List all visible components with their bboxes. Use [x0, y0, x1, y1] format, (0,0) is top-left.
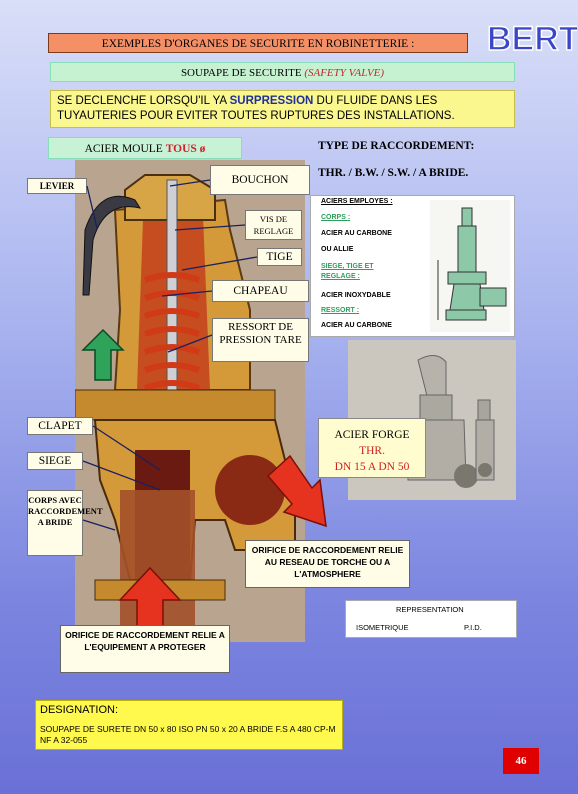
subtitle: SOUPAPE DE SECURITE (SAFETY VALVE) [50, 62, 515, 82]
material-label: ACIER MOULE [84, 143, 163, 155]
label-ressort: RESSORT DE PRESSION TARE [212, 318, 309, 362]
label-clapet: CLAPET [27, 417, 93, 435]
inlet-orifice-label: ORIFICE DE RACCORDEMENT RELIE A L'EQUIPE… [60, 625, 230, 673]
connection-heading: TYPE DE RACCORDEMENT: [318, 140, 475, 152]
description-part2: DU FLUIDE DANS LES TUYAUTERIES POUR EVIT… [57, 95, 455, 122]
designation-text: SOUPAPE DE SURETE DN 50 x 80 ISO PN 50 x… [40, 724, 336, 745]
label-tige: TIGE [257, 248, 302, 266]
materials-heading: ACIERS EMPLOYES : [321, 198, 393, 205]
corps-label: CORPS : [321, 214, 351, 221]
forged-label: ACIER FORGE [334, 429, 410, 441]
label-siege: SIEGE [27, 452, 83, 470]
label-vis-de-reglage: VIS DE REGLAGE [245, 210, 302, 240]
description-emphasis: SURPRESSION [229, 95, 314, 107]
forged-range: DN 15 A DN 50 [334, 461, 410, 473]
forged-label-box: ACIER FORGE THR. DN 15 A DN 50 [318, 418, 426, 478]
label-chapeau: CHAPEAU [212, 280, 309, 302]
ressort-value: ACIER AU CARBONE [321, 322, 392, 329]
corps-value: ACIER AU CARBONE [321, 230, 392, 237]
description-part1: SE DECLENCHE LORSQU'IL YA [57, 95, 230, 107]
label-bouchon: BOUCHON [210, 165, 310, 195]
subtitle-translation: (SAFETY VALVE) [304, 67, 385, 79]
company-logo: BERTIN F.S [486, 19, 577, 59]
ressort-label: RESSORT : [321, 307, 360, 314]
page-number: 46 [503, 748, 539, 774]
label-levier: LEVIER [27, 178, 87, 194]
designation-box: DESIGNATION: SOUPAPE DE SURETE DN 50 x 8… [35, 700, 343, 750]
corps-alt: OU ALLIE [321, 246, 354, 253]
representation-title: REPRESENTATION [396, 605, 464, 614]
subtitle-main: SOUPAPE DE SECURITE [180, 67, 302, 79]
page-title: EXEMPLES D'ORGANES DE SECURITE EN ROBINE… [48, 33, 468, 53]
material-box: ACIER MOULE TOUS ø [48, 137, 242, 159]
representation-iso: ISOMETRIQUE [356, 623, 409, 632]
representation-pid: P.I.D. [464, 623, 482, 632]
designation-heading: DESIGNATION: [40, 704, 119, 716]
forged-connection: THR. [359, 445, 385, 457]
description-box: SE DECLENCHE LORSQU'IL YA SURPRESSION DU… [50, 90, 515, 128]
connection-values: THR. / B.W. / S.W. / A BRIDE. [318, 167, 469, 179]
siege-label: SIEGE, TIGE ET REGLAGE : [321, 263, 374, 280]
valve-drawing [430, 200, 510, 332]
material-size: TOUS ø [165, 143, 206, 155]
outlet-orifice-label: ORIFICE DE RACCORDEMENT RELIE AU RESEAU … [245, 540, 410, 588]
siege-value: ACIER INOXYDABLE [321, 292, 391, 299]
representation-box: REPRESENTATION ISOMETRIQUE P.I.D. [345, 600, 517, 638]
logo-text: BERTIN F.S [487, 20, 577, 58]
label-corps: CORPS AVEC RACCORDEMENT A BRIDE [27, 490, 103, 556]
